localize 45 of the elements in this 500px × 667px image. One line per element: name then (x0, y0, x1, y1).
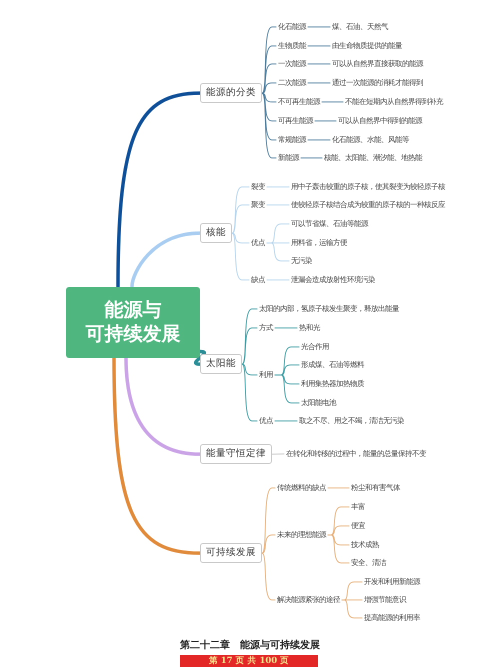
central-topic-box: 能源与可持续发展 (66, 286, 200, 358)
connector-line (232, 232, 250, 280)
connector-line (262, 63, 276, 94)
connector-line (262, 552, 276, 600)
connector-line (272, 454, 284, 455)
topic-box: 核能 (200, 223, 232, 244)
connector-line (262, 534, 276, 554)
connector-line (328, 534, 350, 564)
connector-line (262, 82, 276, 94)
connector-line (266, 186, 290, 188)
connector-line (308, 26, 330, 28)
branch-curve (112, 356, 202, 555)
connector-line (308, 63, 330, 64)
connector-line (274, 374, 300, 404)
connector-line (232, 232, 250, 244)
connector-line (262, 92, 276, 122)
connector-line (262, 92, 276, 158)
connector-line (314, 120, 336, 122)
chapter-title: 第二十二章 能源与可持续发展 (179, 638, 321, 652)
branch-curve (116, 91, 202, 288)
connector-line (262, 45, 276, 94)
connector-line (242, 364, 258, 422)
connector-line (242, 328, 258, 365)
connector-line (232, 186, 250, 234)
connector-line (232, 204, 250, 234)
connector-line (242, 308, 258, 365)
connector-line (242, 364, 258, 376)
connector-line (274, 420, 298, 422)
connector-line (266, 204, 290, 206)
branch-curve (194, 350, 206, 366)
connector-line (262, 92, 276, 140)
connector-line (308, 45, 330, 46)
connector-line (266, 242, 290, 262)
page-number-banner: 第 17 页 共 100 页 (180, 655, 318, 667)
connector-line (342, 600, 362, 618)
topic-box: 能源的分类 (200, 83, 262, 104)
branch-curve (130, 231, 202, 288)
connector-line (262, 488, 276, 554)
topic-box: 能量守恒定律 (200, 444, 272, 464)
branch-curve (124, 356, 202, 456)
connector-line (262, 26, 276, 94)
topic-box: 太阳能 (200, 354, 242, 374)
connector-line (308, 82, 330, 84)
connector-line (262, 92, 276, 102)
topic-box: 可持续发展 (200, 543, 262, 564)
